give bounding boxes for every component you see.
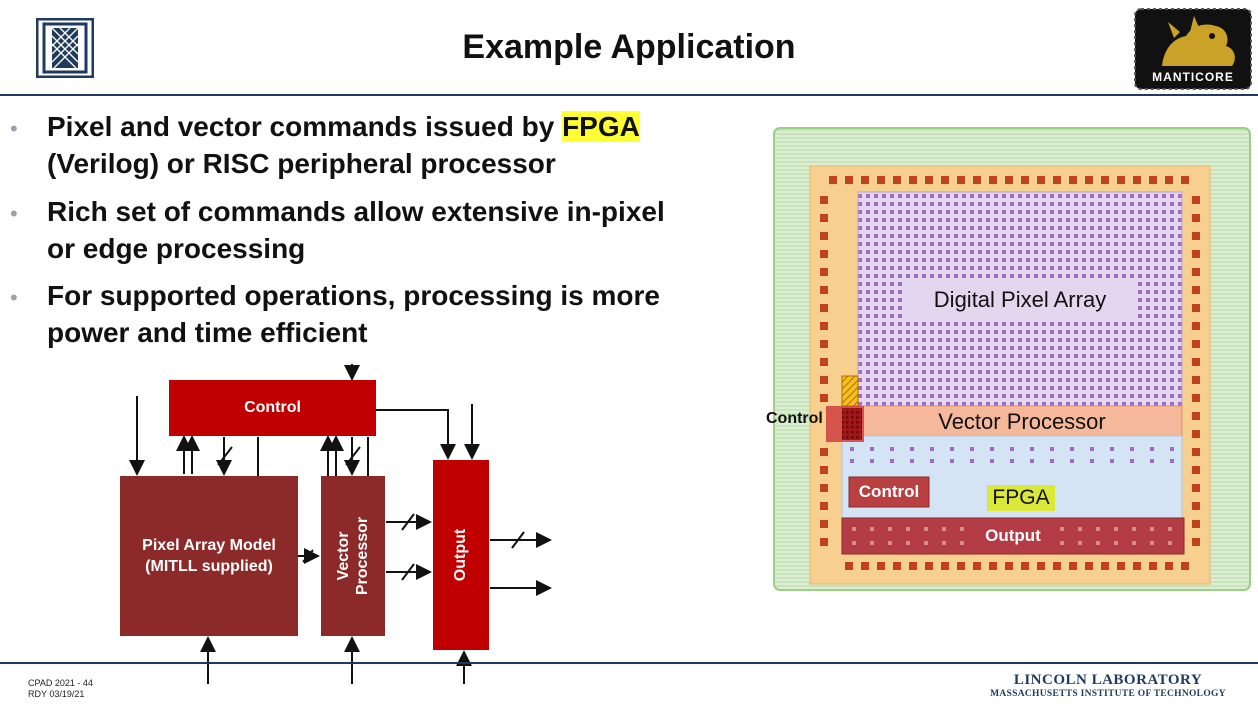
mit-ll-logo: [35, 17, 95, 79]
pixel-array-model-label: Pixel Array Model: [142, 537, 276, 554]
bullet-3-line2: power and time efficient: [47, 317, 368, 348]
bullet-1-line2: (Verilog) or RISC peripheral processor: [47, 148, 556, 179]
output-chip-label: Output: [985, 526, 1041, 545]
bullet-1-text: Pixel and vector commands issued by: [47, 111, 563, 142]
fpga-control-label: Control: [858, 482, 920, 501]
vector-processor-chip-label: Vector Processor: [938, 409, 1106, 434]
header-rule: [0, 94, 1258, 96]
footer-rule: [0, 662, 1258, 664]
lincoln-lab-name: LINCOLN LABORATORY: [1013, 672, 1203, 688]
pixel-array-model-block: Pixel Array Model (MITLL supplied): [120, 476, 298, 636]
footer-meta: CPAD 2021 - 44 RDY 03/19/21: [28, 678, 93, 700]
slide-title: Example Application: [462, 28, 796, 66]
control-block: Control: [169, 380, 376, 436]
bullet-marker: •: [10, 285, 18, 310]
bullet-1: Pixel and vector commands issued by FPGA…: [47, 108, 767, 182]
vector-processor-block: Vector Processor: [321, 476, 385, 636]
lincoln-lab-logo: LINCOLN LABORATORY MASSACHUSETTS INSTITU…: [990, 672, 1226, 699]
fpga-chip-label: FPGA: [992, 486, 1050, 509]
control-block-label: Control: [244, 399, 301, 416]
bullet-marker: •: [10, 201, 18, 226]
footer-event: CPAD 2021 - 44: [28, 678, 93, 688]
fpga-highlight: FPGA: [562, 111, 640, 142]
bullet-3: For supported operations, processing is …: [47, 277, 767, 351]
digital-pixel-array-label: Digital Pixel Array: [933, 287, 1107, 312]
bullet-3-text: For supported operations, processing is …: [47, 280, 660, 311]
bullet-marker: •: [10, 116, 18, 141]
footer-date: RDY 03/19/21: [28, 689, 85, 699]
pixel-array-model-sublabel: (MITLL supplied): [145, 558, 273, 575]
manticore-logo-text: MANTICORE: [1152, 70, 1234, 84]
bullet-2-line2: or edge processing: [47, 233, 306, 264]
control-chip-label: Control: [766, 410, 823, 427]
mit-name: MASSACHUSETTS INSTITUTE OF TECHNOLOGY: [990, 689, 1226, 699]
manticore-logo: MANTICORE: [1134, 8, 1252, 90]
bullet-2: Rich set of commands allow extensive in-…: [47, 193, 767, 267]
bullet-2-text: Rich set of commands allow extensive in-…: [47, 196, 665, 227]
output-block: Output: [433, 460, 489, 650]
